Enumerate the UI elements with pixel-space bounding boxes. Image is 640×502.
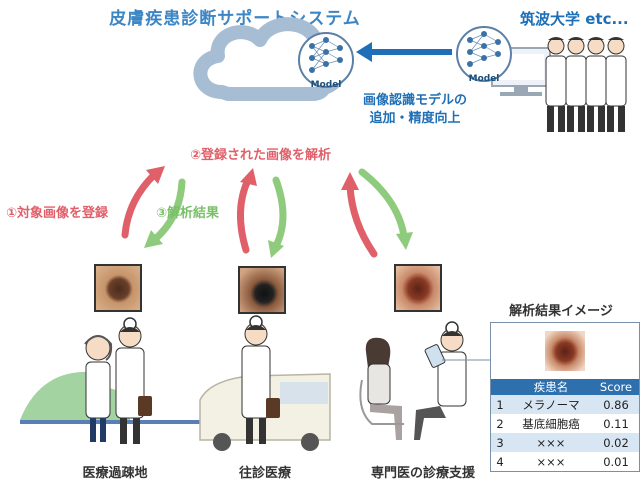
scenario-rural-caption: 医療過疎地 [82,466,148,481]
step-result-label: ③解析結果 [156,206,220,221]
result-lesion-image [545,331,585,371]
scenario-housecall-caption: 往診医療 [238,466,291,481]
row-disease: ××× [509,433,593,452]
lesion-image-rural [94,264,142,312]
header-disease: 疾患名 [509,379,593,395]
row-score: 0.01 [603,454,629,469]
result-arrow-green-2 [268,176,287,258]
university-label: 筑波大学 etc... [520,10,629,28]
result-image-title: 解析結果イメージ [509,304,613,319]
table-row: 4 ××× 0.01 [491,452,639,471]
model-update-line-1: 画像認識モデルの [362,93,467,108]
result-arrow-green-1 [144,178,186,248]
result-table: 疾患名 Score 1 メラノーマ 0.86 2 基底細胞癌 0.11 3 ××… [491,379,639,471]
model-update-text: 画像認識モデルの 追加・精度向上 [340,92,490,128]
header-rank [491,379,509,395]
table-row: 1 メラノーマ 0.86 [491,395,639,414]
row-rank: 2 [496,416,504,431]
specialist-scene-illustration [359,321,467,440]
model-update-line-2: 追加・精度向上 [369,111,461,126]
lesion-image-housecall [238,266,286,314]
scenario-specialist-caption: 専門医の診療支援 [370,466,475,481]
row-disease: 基底細胞癌 [522,416,580,431]
header-score: Score [593,379,639,395]
row-score: 0.86 [593,395,639,414]
university-doctors-illustration [545,36,627,133]
register-arrow-red-3 [341,172,378,258]
university-model-icon [456,26,512,82]
row-disease: ××× [536,454,566,469]
step-register-label: ①対象画像を登録 [6,206,109,221]
lesion-image-specialist [394,264,442,312]
university-model-label: Model [468,74,500,84]
row-rank: 3 [491,433,509,452]
cloud-model-label: Model [310,80,342,90]
row-score: 0.02 [593,433,639,452]
register-arrow-red [121,166,165,239]
table-row: 3 ××× 0.02 [491,433,639,452]
rural-scene-illustration [20,317,200,444]
register-arrow-red-2 [236,168,257,254]
housecall-scene-illustration [199,315,331,451]
result-image-panel: 疾患名 Score 1 メラノーマ 0.86 2 基底細胞癌 0.11 3 ××… [490,322,640,472]
cloud-model-icon [298,32,354,88]
result-arrow-green-3 [358,168,413,250]
table-row: 2 基底細胞癌 0.11 [491,414,639,433]
step-analyze-label: ②登録された画像を解析 [190,148,332,163]
cloud-icon [193,17,348,101]
result-table-header: 疾患名 Score [491,379,639,395]
row-score: 0.11 [603,416,629,431]
row-disease: メラノーマ [509,395,593,414]
model-upload-arrow [356,42,452,62]
row-rank: 4 [496,454,504,469]
row-rank: 1 [491,395,509,414]
